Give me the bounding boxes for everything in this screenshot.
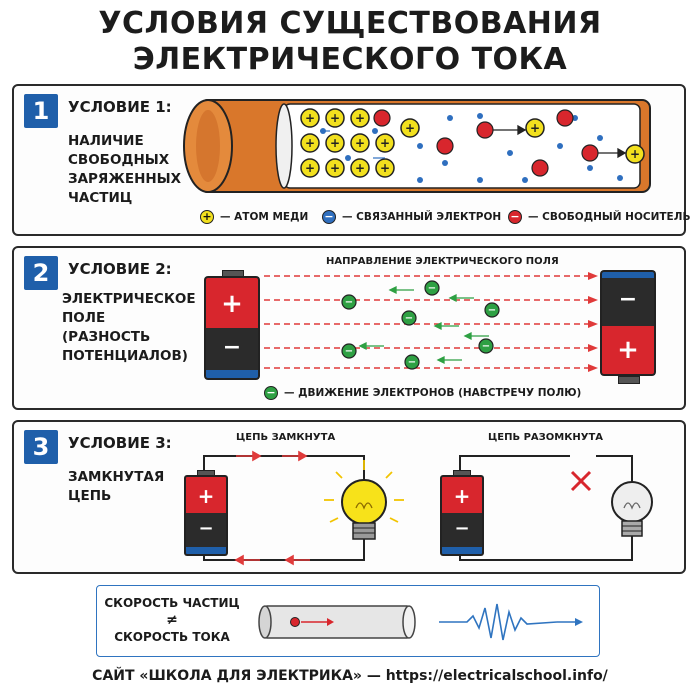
circuit-diagrams [203,450,653,566]
free-carrier-icon: − [508,210,522,224]
open-circuit-label: ЦЕПЬ РАЗОМКНУТА [488,432,604,443]
svg-text:−: − [345,346,353,357]
condition-3-description: ЗАМКНУТАЯ ЦЕПЬ [68,469,165,504]
svg-text:+: + [330,161,340,175]
battery-left-minus: − [204,328,260,374]
svg-text:+: + [380,161,390,175]
svg-text:−: − [345,297,353,308]
closed-battery-minus: − [184,513,228,549]
legend-bound-electron: − — СВЯЗАННЫЙ ЭЛЕКТРОН [322,210,501,224]
lit-bulb-icon [324,460,404,540]
footer-site-credit: САЙТ «ШКОЛА ДЛЯ ЭЛЕКТРИКА» — https://ele… [92,668,608,684]
title-line-2: ЭЛЕКТРИЧЕСКОГО ТОКА [132,42,568,77]
open-battery-plus: + [440,475,484,515]
condition-2-number: 2 [24,256,58,290]
svg-text:+: + [355,111,365,125]
legend-electron-motion-label: — ДВИЖЕНИЕ ЭЛЕКТРОНОВ (НАВСТРЕЧУ ПОЛЮ) [284,387,582,399]
break-x-icon [570,470,592,492]
svg-text:−: − [482,341,490,352]
condition-3-number: 3 [24,430,58,464]
panel-condition-2: 2 УСЛОВИЕ 2: ЭЛЕКТРИЧЕСКОЕ ПОЛЕ (РАЗНОСТ… [12,246,686,410]
svg-text:+: + [330,111,340,125]
svg-text:−: − [428,283,436,294]
svg-text:+: + [305,161,315,175]
svg-text:+: + [405,121,415,135]
speed-comparison-box: СКОРОСТЬ ЧАСТИЦ ≠ СКОРОСТЬ ТОКА [96,585,600,657]
condition-3-heading: УСЛОВИЕ 3: [68,434,172,452]
svg-text:+: + [330,136,340,150]
signal-wave-icon [439,603,583,641]
battery-left-plus: + [204,276,260,330]
battery-right-plus: + [600,326,656,376]
condition-1-description: НАЛИЧИЕ СВОБОДНЫХ ЗАРЯЖЕННЫХ ЧАСТИЦ [68,133,182,206]
legend-electron-motion: − — ДВИЖЕНИЕ ЭЛЕКТРОНОВ (НАВСТРЕЧУ ПОЛЮ) [264,386,581,400]
closed-battery-plus: + [184,475,228,515]
svg-text:+: + [355,136,365,150]
legend-bound-electron-label: — СВЯЗАННЫЙ ЭЛЕКТРОН [342,211,502,223]
condition-1-heading: УСЛОВИЕ 1: [68,98,172,116]
speed-particles-label: СКОРОСТЬ ЧАСТИЦ [104,596,240,610]
battery-left: + − [204,270,260,380]
svg-text:+: + [355,161,365,175]
moving-electrons [341,280,500,370]
condition-2-heading: УСЛОВИЕ 2: [68,260,172,278]
legend-copper-atom: + — АТОМ МЕДИ [200,210,308,224]
battery-right-minus: − [600,278,656,326]
free-carriers [373,109,599,177]
open-circuit-battery: + − [440,470,484,556]
page-title: УСЛОВИЯ СУЩЕСТВОВАНИЯ ЭЛЕКТРИЧЕСКОГО ТОК… [0,6,700,78]
bound-electrons [320,113,623,183]
electric-field-diagram: − − − − − − − [264,272,598,372]
legend-free-carrier: − — СВОБОДНЫЙ НОСИТЕЛЬ [508,210,690,224]
speed-current-label: СКОРОСТЬ ТОКА [114,630,230,644]
svg-text:−: − [405,313,413,324]
copper-wire-diagram: + + + + + + + + + + + + + + [183,99,651,193]
not-equal-sign: ≠ [166,612,178,628]
svg-text:+: + [305,136,315,150]
svg-text:+: + [630,147,640,161]
panel-condition-1: 1 УСЛОВИЕ 1: НАЛИЧИЕ СВОБОДНЫХ ЗАРЯЖЕННЫ… [12,84,690,236]
closed-circuit-battery: + − [184,470,228,556]
conductor-tube-icon [258,605,416,639]
svg-text:−: − [488,305,496,316]
battery-right: − + [600,270,656,386]
svg-text:+: + [305,111,315,125]
legend-free-carrier-label: — СВОБОДНЫЙ НОСИТЕЛЬ [528,211,691,223]
title-line-1: УСЛОВИЯ СУЩЕСТВОВАНИЯ [98,6,602,41]
condition-2-description: ЭЛЕКТРИЧЕСКОЕ ПОЛЕ (РАЗНОСТЬ ПОТЕНЦИАЛОВ… [62,291,196,364]
condition-1-number: 1 [24,94,58,128]
svg-text:−: − [408,357,416,368]
svg-text:+: + [530,121,540,135]
copper-atoms [300,108,645,178]
legend-copper-atom-label: — АТОМ МЕДИ [220,211,309,223]
moving-electron-icon: − [264,386,278,400]
field-direction-label: НАПРАВЛЕНИЕ ЭЛЕКТРИЧЕСКОГО ПОЛЯ [326,256,559,267]
panel-condition-3: 3 УСЛОВИЕ 3: ЗАМКНУТАЯ ЦЕПЬ ЦЕПЬ ЗАМКНУТ… [12,420,686,574]
bound-electron-icon: − [322,210,336,224]
svg-text:+: + [380,136,390,150]
copper-atom-icon: + [200,210,214,224]
closed-circuit-label: ЦЕПЬ ЗАМКНУТА [236,432,336,443]
unlit-bulb-icon [611,481,653,537]
